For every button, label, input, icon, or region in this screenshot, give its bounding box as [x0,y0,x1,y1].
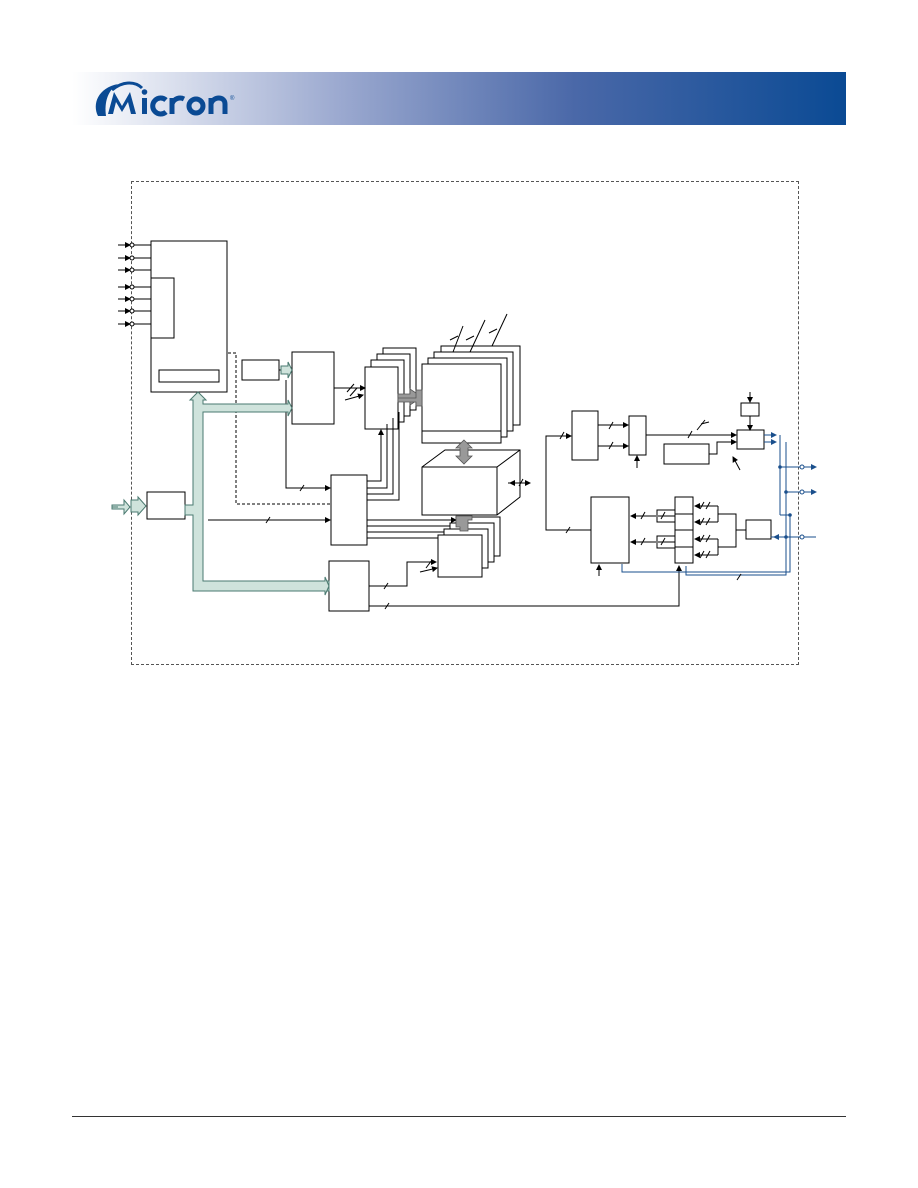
column-decoders [437,516,501,578]
memory-banks [421,345,521,444]
row-decoders [364,347,417,430]
micron-logo: ® [95,81,235,117]
dq-io-lines [621,432,817,581]
footer-rule [72,1116,846,1117]
svg-text:®: ® [230,95,235,102]
row-address-mux [291,351,335,425]
address-register [146,491,186,520]
receivers [745,519,772,540]
address-bus [111,361,330,596]
bank-control-logic [330,474,368,546]
refresh-counter-block [241,359,280,381]
output-drivers [736,429,765,450]
input-registers [656,496,694,564]
dll-block [663,443,710,465]
read-mux [628,415,647,456]
block-diagram-frame [131,181,799,665]
dqs-generator [740,402,760,417]
data-bus [397,388,473,532]
write-fifo-drivers [590,496,630,564]
dq-junction-dots [778,465,792,539]
column-address-counter [328,560,370,612]
io-gating-block [421,449,521,516]
control-input-pins [118,242,151,327]
read-latch [571,410,599,461]
control-logic-block [150,240,228,393]
functional-block-diagram [111,240,817,612]
